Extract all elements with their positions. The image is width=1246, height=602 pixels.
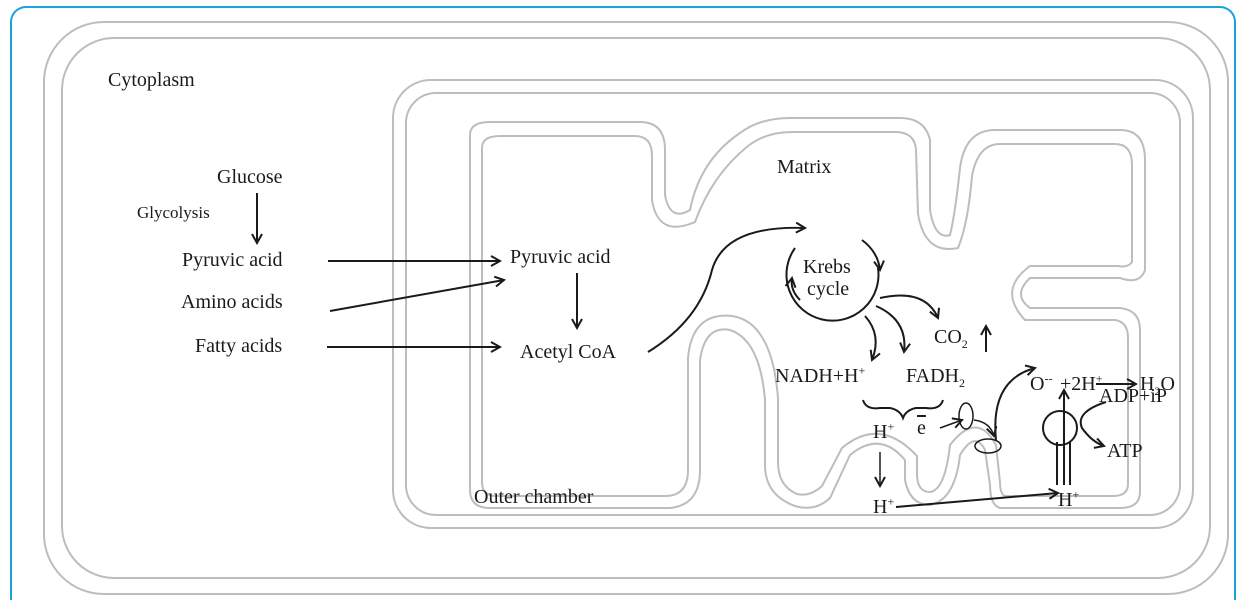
h-synthase-text: H — [1058, 489, 1072, 511]
oxygen-ion-label: O-- — [1030, 374, 1052, 394]
acetyl-coa-label: Acetyl CoA — [520, 342, 616, 362]
acetyl-to-krebs-arrow — [648, 228, 805, 352]
h-text: H — [873, 421, 887, 443]
co2-label: CO2 — [934, 327, 968, 347]
nadh-arrow — [865, 316, 876, 360]
pyruvic-acid-cytoplasm-label: Pyruvic acid — [182, 250, 283, 270]
cytoplasm-label: Cytoplasm — [108, 70, 195, 90]
oxygen-superscript: -- — [1044, 371, 1052, 385]
two-h-plus-label: +2H+ — [1060, 374, 1103, 394]
nadh-label: NADH+H+ — [775, 366, 865, 386]
two-h-text: +2H — [1060, 373, 1096, 395]
electron-label: e — [917, 418, 926, 438]
h-synthase-superscript: + — [1072, 487, 1079, 501]
curly-brace — [863, 400, 943, 418]
co2-text: CO — [934, 326, 962, 348]
fadh-subscript: 2 — [959, 376, 965, 390]
h-plus-synthase-label: H+ — [1058, 490, 1079, 510]
glucose-label: Glucose — [217, 167, 283, 187]
nadh-superscript: + — [859, 363, 866, 377]
atp-label: ATP — [1107, 441, 1143, 461]
atp-formation-arrow — [1081, 402, 1106, 446]
co2-arrow — [880, 296, 938, 319]
fadh-text: FADH — [906, 365, 959, 387]
amino-acid-arrow — [330, 280, 504, 311]
h-chamber-text: H — [873, 496, 887, 518]
proton-gradient-arrow — [896, 493, 1058, 507]
atp-synthase-head — [1043, 411, 1077, 445]
electron-arrow — [940, 420, 962, 428]
fadh-arrow — [876, 306, 904, 352]
h-plus-chamber-label: H+ — [873, 497, 894, 517]
fadh-label: FADH2 — [906, 366, 965, 386]
pyruvic-acid-matrix-label: Pyruvic acid — [510, 247, 611, 267]
two-h-superscript: + — [1096, 371, 1103, 385]
outer-chamber-label: Outer chamber — [474, 487, 593, 507]
oxygen-text: O — [1030, 373, 1044, 395]
amino-acids-label: Amino acids — [181, 292, 283, 312]
h-superscript: + — [887, 419, 894, 433]
nadh-text: NADH+H — [775, 365, 859, 387]
matrix-label: Matrix — [777, 157, 831, 177]
glycolysis-label: Glycolysis — [137, 204, 210, 221]
h-chamber-superscript: + — [887, 494, 894, 508]
krebs-label-line2: cycle — [807, 279, 849, 299]
fatty-acids-label: Fatty acids — [195, 336, 282, 356]
carrier-1 — [959, 403, 973, 429]
h-plus-matrix-label: H+ — [873, 422, 894, 442]
outer-membrane-1 — [393, 80, 1193, 528]
krebs-label-line1: Krebs — [803, 257, 851, 277]
krebs-cycle-arrow-top — [862, 240, 880, 270]
adp-label: ADP+iP — [1099, 386, 1167, 406]
co2-subscript: 2 — [962, 337, 968, 351]
